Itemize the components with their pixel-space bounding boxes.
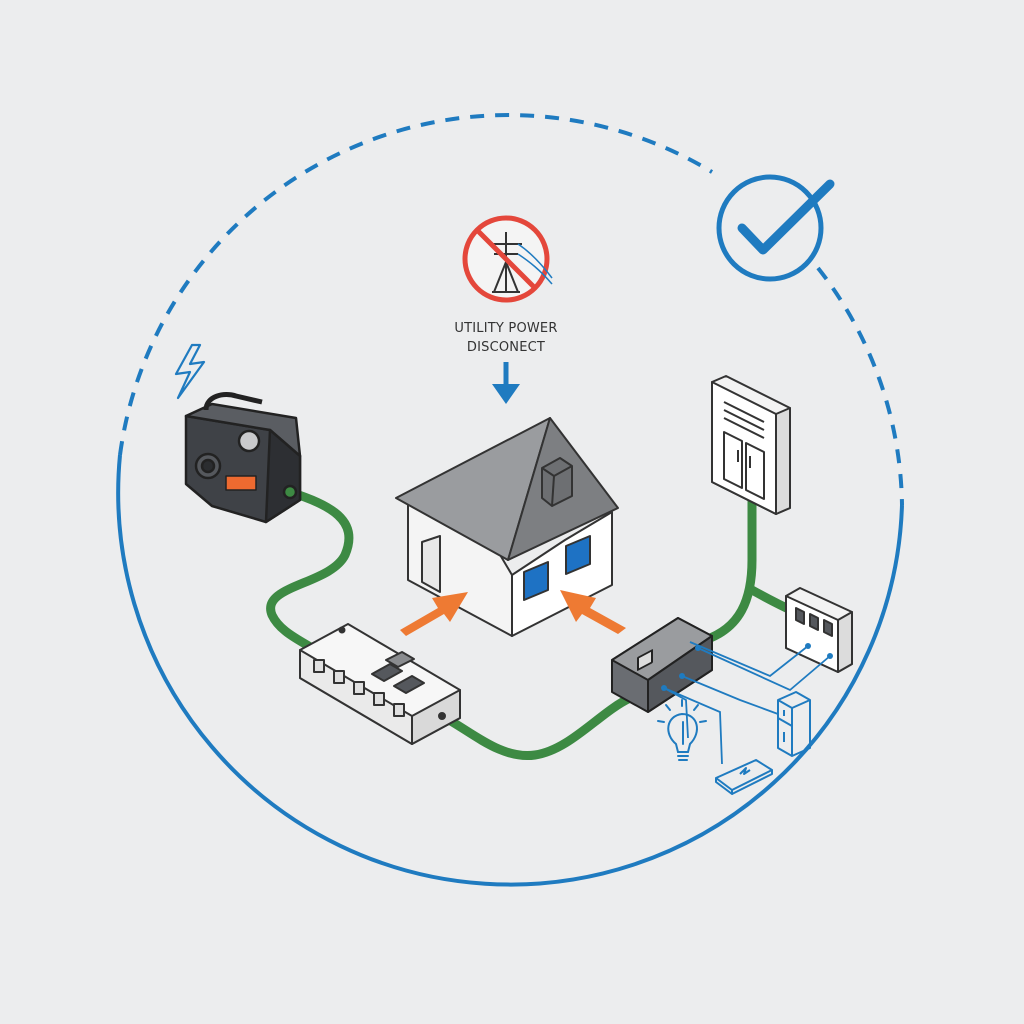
light-bulb-icon: [657, 699, 707, 761]
wire-to-phone: [663, 687, 723, 765]
inflow-arrow-right: [560, 590, 626, 634]
junction-box-screen: [637, 649, 653, 671]
electrical-panel-icon: [711, 375, 791, 515]
switch-ports: [313, 659, 405, 717]
refrigerator-icon: [777, 691, 811, 757]
junction-box-icon: [611, 617, 713, 713]
house-window-left: [523, 561, 549, 601]
house-chimney: [541, 457, 573, 507]
cycle-ring-solid: [116, 454, 904, 887]
cycle-ring: [116, 113, 904, 887]
house-door: [421, 535, 441, 593]
transfer-switch-icon: [299, 623, 461, 745]
lightning-icon: [174, 343, 206, 400]
smartphone-icon: [715, 759, 773, 795]
wall-outlet-icon: [785, 587, 853, 673]
utility-disconnect-label-line2: DISCONECT: [467, 340, 545, 355]
panel-details: [723, 401, 765, 500]
distribution-wires: [663, 641, 831, 765]
power-station-display: [225, 475, 257, 491]
wire-to-fridge: [681, 675, 779, 715]
cycle-ring-dashed-right: [816, 266, 904, 506]
inflow-arrow-left: [400, 592, 468, 636]
house-window-right: [565, 535, 591, 575]
utility-disconnect-label-line1: UTILITY POWER: [454, 321, 557, 336]
cable-station-to-switch: [266, 487, 354, 655]
cable-switch-to-junction: [435, 693, 635, 761]
portable-power-station-icon: [184, 392, 302, 524]
wire-to-outlet-2: [689, 641, 809, 678]
power-station-knob: [237, 429, 261, 453]
switch-toggles: [371, 651, 425, 694]
power-station-handle: [203, 392, 263, 411]
wire-to-outlet: [697, 647, 831, 692]
house-icon: [395, 417, 619, 637]
check-circle-icon: [716, 174, 835, 282]
cycle-ring-dashed: [118, 113, 714, 456]
down-arrow-icon: [492, 362, 520, 404]
wire-to-bulb: [663, 687, 689, 739]
no-power-pole-icon: [462, 215, 553, 303]
cable-junction-to-panel: [700, 495, 757, 645]
outlet-switches: [795, 607, 833, 637]
